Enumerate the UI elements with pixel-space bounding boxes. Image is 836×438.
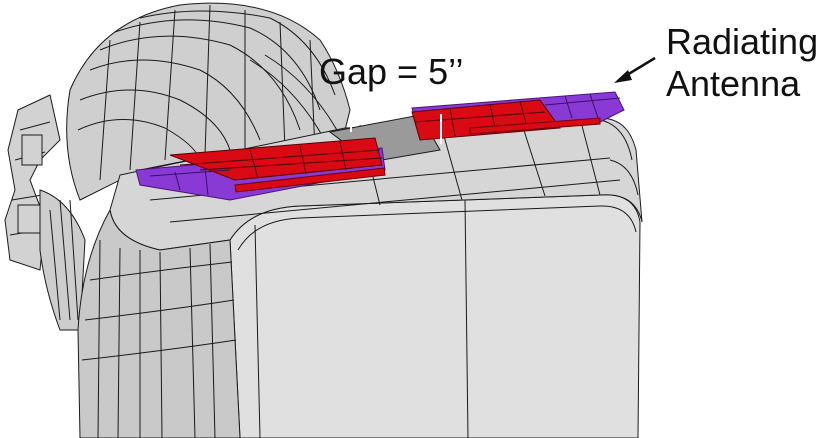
helmet-strap [4,94,61,271]
gap-markers [350,114,442,144]
antenna-label-line2: Antenna [666,63,801,104]
helmet-rim [39,189,86,331]
left-antenna [135,137,386,201]
helmet-mesh [66,2,351,201]
right-antenna [411,91,625,141]
gap-label: Gap = 5’’ [319,51,464,92]
antenna-label-line1: Radiating [666,21,819,62]
antenna-arrow [614,56,656,83]
